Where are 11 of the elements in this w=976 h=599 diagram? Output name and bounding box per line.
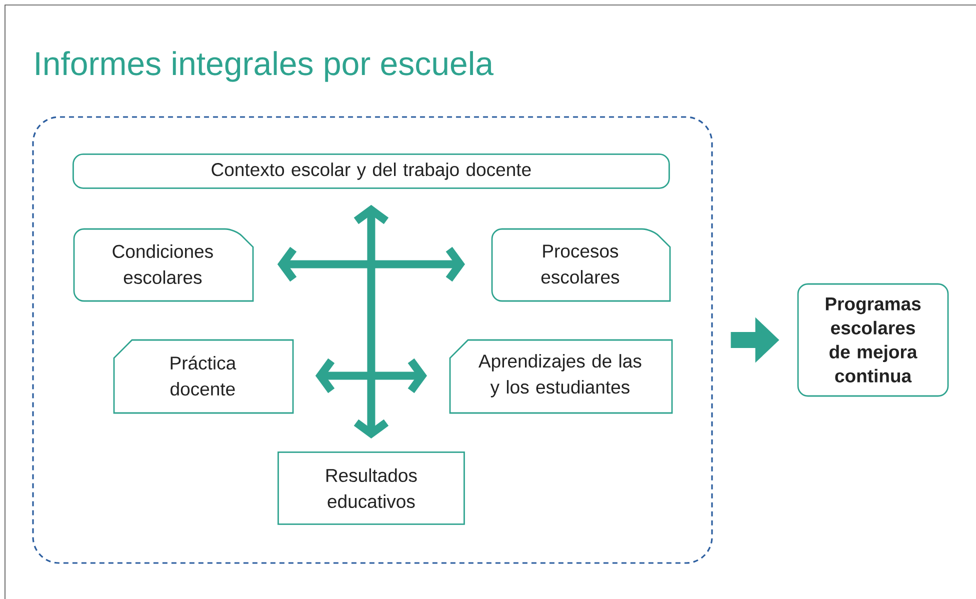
title: Informes integrales por escuela: [36, 51, 494, 82]
folded-box: Procesos escolares: [491, 228, 671, 302]
text-box: Resultados educativos: [278, 452, 465, 525]
arrow: [315, 358, 427, 394]
text-box: Programas escolares de mejora continua: [797, 283, 949, 397]
folded-box: Aprendizajes de las y los estudiantes: [449, 339, 673, 414]
arrow: [354, 204, 389, 438]
folded-box: Condiciones escolares: [73, 228, 254, 302]
arrow: [277, 246, 466, 282]
folded-box: Práctica docente: [113, 339, 294, 414]
text-box: Contexto escolar y del trabajo docente: [72, 154, 670, 189]
